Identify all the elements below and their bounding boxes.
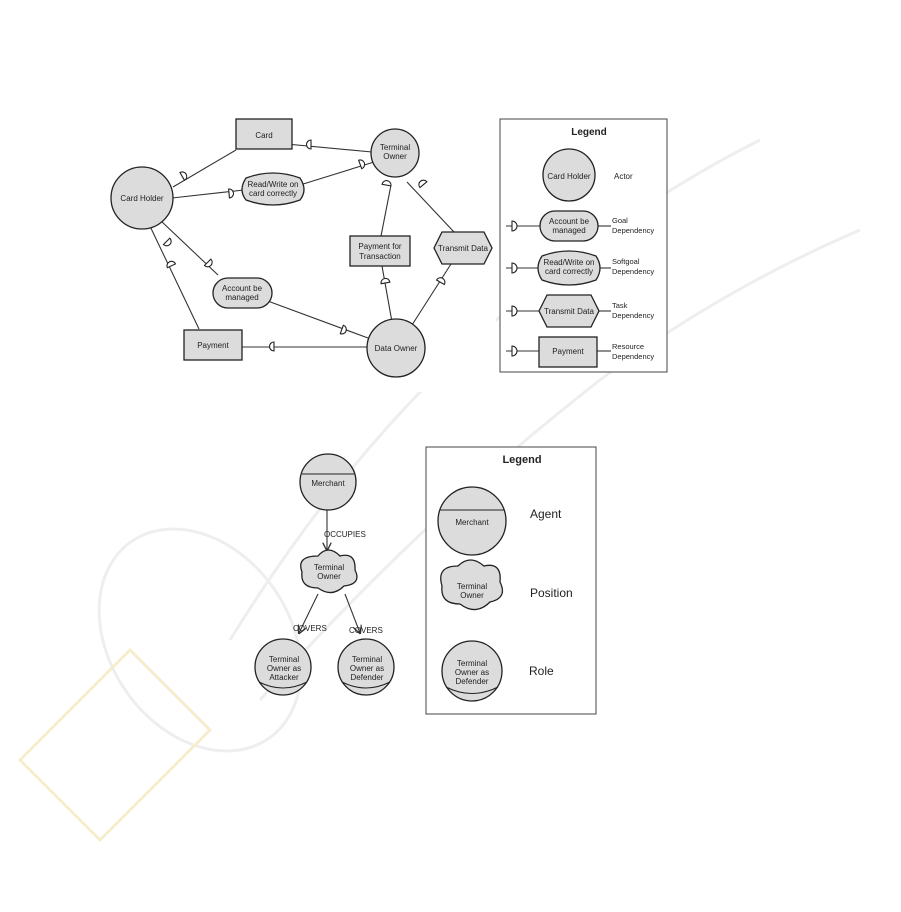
legend-softgoal-dependency: Read/Write on card correctly Softgoal De… bbox=[506, 250, 654, 286]
svg-text:Card Holder: Card Holder bbox=[120, 194, 163, 203]
svg-text:Position: Position bbox=[530, 586, 573, 600]
svg-text:Card Holder: Card Holder bbox=[547, 172, 590, 181]
agent-merchant: Merchant bbox=[299, 453, 357, 511]
svg-text:Resource: Resource bbox=[612, 342, 644, 351]
svg-text:Data Owner: Data Owner bbox=[375, 344, 418, 353]
svg-text:Terminal: Terminal bbox=[457, 582, 487, 591]
svg-text:Payment for: Payment for bbox=[358, 242, 401, 251]
svg-text:Attacker: Attacker bbox=[269, 673, 299, 682]
legend-role: Terminal Owner as Defender Role bbox=[441, 640, 554, 702]
svg-text:managed: managed bbox=[225, 293, 258, 302]
legend-agent: Merchant Agent bbox=[437, 486, 562, 556]
role-terminal-owner-as-attacker: Terminal Owner as Attacker bbox=[254, 638, 312, 696]
position-terminal-owner: Terminal Owner bbox=[300, 549, 358, 594]
svg-text:Transaction: Transaction bbox=[359, 252, 401, 261]
legend-actor: Card Holder Actor bbox=[542, 148, 633, 202]
svg-text:managed: managed bbox=[552, 226, 585, 235]
task-transmit-data: Transmit Data bbox=[433, 231, 493, 265]
legend-panel-agents: Legend Merchant Agent Terminal Owner Pos… bbox=[425, 446, 597, 715]
svg-text:Merchant: Merchant bbox=[455, 518, 489, 527]
svg-text:Softgoal: Softgoal bbox=[612, 257, 640, 266]
role-terminal-owner-as-defender: Terminal Owner as Defender bbox=[337, 638, 395, 696]
svg-text:Terminal: Terminal bbox=[457, 659, 487, 668]
legend-task-dependency: Transmit Data Task Dependency bbox=[506, 294, 654, 328]
svg-text:Dependency: Dependency bbox=[612, 352, 654, 361]
svg-text:Dependency: Dependency bbox=[612, 226, 654, 235]
svg-text:Goal: Goal bbox=[612, 216, 628, 225]
svg-text:Owner: Owner bbox=[383, 152, 407, 161]
svg-text:Read/Write on: Read/Write on bbox=[248, 180, 299, 189]
svg-text:Terminal: Terminal bbox=[352, 655, 382, 664]
goal-account-be-managed: Account be managed bbox=[212, 277, 273, 309]
legend-panel-dependencies: Legend Card Holder Actor Account be mana… bbox=[499, 118, 668, 373]
svg-text:Owner: Owner bbox=[460, 591, 484, 600]
svg-text:Terminal: Terminal bbox=[314, 563, 344, 572]
edge-label-occupies: OCCUPIES bbox=[324, 530, 366, 539]
legend-resource-dependency: Payment Resource Dependency bbox=[506, 336, 654, 368]
svg-text:Terminal: Terminal bbox=[380, 143, 410, 152]
svg-text:Read/Write on: Read/Write on bbox=[544, 258, 595, 267]
svg-text:Actor: Actor bbox=[614, 172, 633, 181]
svg-text:Owner as: Owner as bbox=[455, 668, 489, 677]
svg-text:Owner as: Owner as bbox=[350, 664, 384, 673]
dependency-diagram: Card Terminal Owner Card Holder Read/Wri… bbox=[96, 112, 668, 392]
svg-text:Transmit Data: Transmit Data bbox=[438, 244, 488, 253]
dependency-marks bbox=[162, 139, 446, 352]
svg-text:Dependency: Dependency bbox=[612, 267, 654, 276]
svg-text:card correctly: card correctly bbox=[249, 189, 297, 198]
actor-data-owner: Data Owner bbox=[366, 318, 426, 378]
svg-text:Terminal: Terminal bbox=[269, 655, 299, 664]
edge-label-covers-right: COVERS bbox=[349, 626, 383, 635]
svg-text:Dependency: Dependency bbox=[612, 311, 654, 320]
agent-position-diagram: OCCUPIES COVERS COVERS Merchant Terminal… bbox=[254, 446, 597, 715]
actor-terminal-owner: Terminal Owner bbox=[370, 128, 420, 178]
svg-text:card correctly: card correctly bbox=[545, 267, 593, 276]
svg-text:Account be: Account be bbox=[222, 284, 263, 293]
svg-text:Payment: Payment bbox=[197, 341, 229, 350]
edge-label-covers-left: COVERS bbox=[293, 624, 327, 633]
legend-title: Legend bbox=[571, 127, 607, 138]
svg-text:Role: Role bbox=[529, 664, 554, 678]
svg-text:Task: Task bbox=[612, 301, 628, 310]
svg-text:Merchant: Merchant bbox=[311, 479, 345, 488]
softgoal-read-write: Read/Write on card correctly bbox=[241, 172, 305, 206]
legend-position: Terminal Owner Position bbox=[440, 559, 573, 611]
resource-payment: Payment bbox=[183, 329, 243, 361]
association-edges: OCCUPIES COVERS COVERS bbox=[293, 508, 383, 635]
svg-text:Payment: Payment bbox=[552, 347, 584, 356]
svg-text:Agent: Agent bbox=[530, 507, 562, 521]
svg-text:Card: Card bbox=[255, 131, 272, 140]
svg-text:Owner as: Owner as bbox=[267, 664, 301, 673]
resource-payment-for-transaction: Payment for Transaction bbox=[349, 235, 411, 267]
node-card: Card bbox=[235, 118, 293, 150]
svg-text:Defender: Defender bbox=[351, 673, 384, 682]
svg-text:Defender: Defender bbox=[456, 677, 489, 686]
svg-text:Owner: Owner bbox=[317, 572, 341, 581]
svg-text:Account be: Account be bbox=[549, 217, 590, 226]
svg-text:Transmit Data: Transmit Data bbox=[544, 307, 594, 316]
legend-goal-dependency: Account be managed Goal Dependency bbox=[506, 210, 654, 242]
actor-card-holder: Card Holder bbox=[110, 166, 174, 230]
legend-title: Legend bbox=[502, 454, 541, 466]
